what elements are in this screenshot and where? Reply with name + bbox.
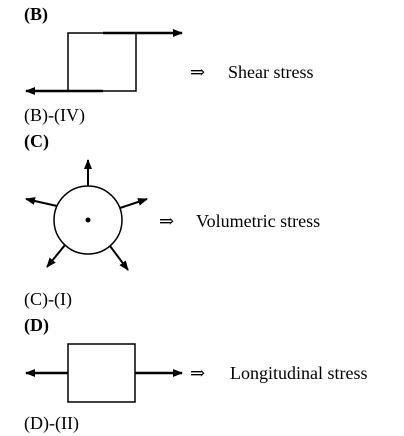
answer-d: (D)-(II) — [24, 413, 79, 433]
answer-c: (C)-(I) — [24, 289, 72, 309]
implies-symbol-d: ⇒ — [190, 363, 206, 383]
shear-stress-figure — [25, 29, 183, 95]
shear-block — [67, 32, 137, 92]
answer-b: (B)-(IV) — [24, 105, 85, 125]
sphere-center-dot — [85, 217, 91, 223]
heading-b: (B) — [24, 4, 48, 24]
volumetric-stress-figure — [25, 159, 148, 271]
stress-label-d: Longitudinal stress — [230, 363, 368, 383]
implies-symbol-c: ⇒ — [159, 211, 175, 231]
heading-d: (D) — [24, 315, 49, 335]
heading-c: (C) — [24, 131, 49, 151]
radial-arrow-lower-left — [46, 244, 66, 268]
radial-arrow-upper-left — [25, 197, 58, 207]
implies-symbol-b: ⇒ — [190, 62, 206, 82]
longitudinal-block — [67, 343, 136, 403]
longitudinal-stress-figure — [25, 343, 183, 403]
stress-label-b: Shear stress — [228, 62, 314, 82]
radial-arrow-lower-right — [109, 245, 129, 271]
stress-label-c: Volumetric stress — [196, 211, 321, 231]
radial-arrow-upper-right — [119, 198, 148, 209]
